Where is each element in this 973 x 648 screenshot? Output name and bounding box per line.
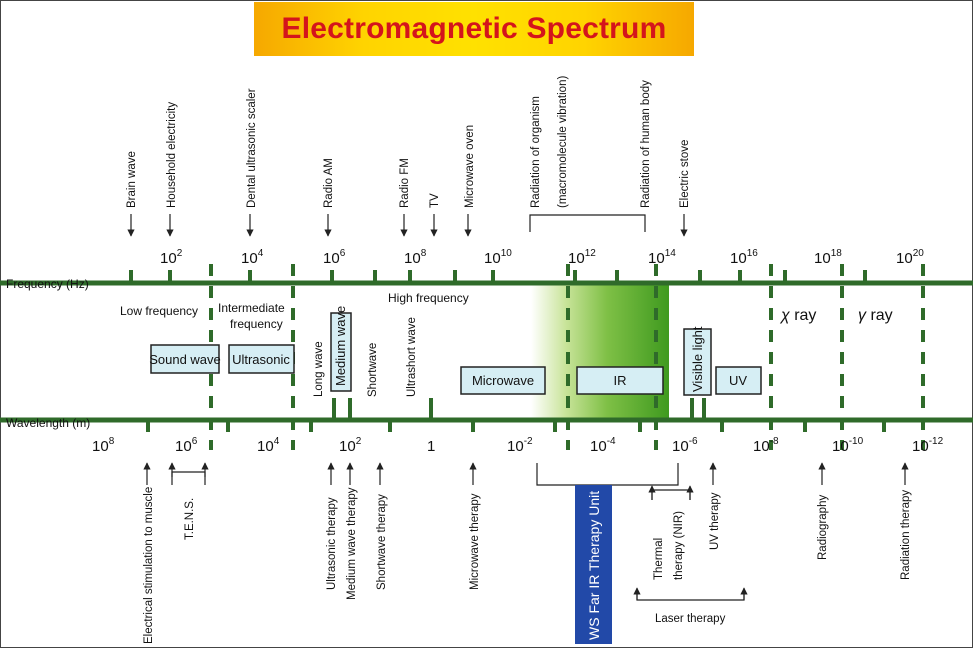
wave-tick-label: 10-12 [912,436,944,455]
freq-tick-label: 104 [241,248,264,267]
brain-wave-label: Brain wave [126,151,138,208]
ir-region-gradient [531,283,669,420]
frequency-tick-marks [129,270,867,283]
shortwave-therapy-label: Shortwave therapy [376,494,388,590]
wave-tick-label: 102 [339,436,362,455]
medium-wave-therapy-label: Medium wave therapy [346,487,358,600]
radiation-therapy-label: Radiation therapy [900,490,912,580]
radio-fm-label: Radio FM [399,158,411,208]
shortwave-label: Shortwave [367,343,379,397]
thermal-therapy-label-1: Thermal [653,538,665,580]
high-frequency-label: High frequency [388,291,469,305]
medium-wave-label: Medium wave [333,306,348,386]
therapy-arrows [143,462,909,601]
freq-tick-label: 106 [323,248,346,267]
ultrasonic-therapy-label: Ultrasonic therapy [326,497,338,590]
microwave-box [460,366,546,395]
source-arrows [127,214,688,237]
visible-light-box [683,328,712,396]
therapy-labels: Electrical stimulation to muscle T.E.N.S… [143,487,912,644]
household-electricity-label: Household electricity [166,102,178,208]
tv-label: TV [429,193,441,208]
microwave-oven-label: Microwave oven [464,125,476,208]
region-labels: Low frequency Intermediate frequency Hig… [120,291,893,331]
title-banner: Electromagnetic Spectrum [254,2,694,56]
x-ray-label: χ ray [779,307,816,324]
radiation-of-human-body-label: Radiation of human body [640,80,652,208]
radiography-label: Radiography [817,495,829,560]
freq-tick-label: 1016 [730,248,758,267]
wave-tick-label: 104 [257,436,280,455]
wave-tick-label: 10-4 [590,436,616,455]
wave-tick-label: 10-6 [672,436,698,455]
source-labels: Brain wave Household electricity Dental … [126,76,691,208]
ir-label: IR [614,373,627,388]
freq-tick-label: 1020 [896,248,924,267]
wave-tick-label: 10-10 [832,436,864,455]
uv-box [715,366,762,395]
wave-tick-label: 10-8 [753,436,779,455]
frequency-axis-label: Frequency (Hz) [6,277,89,291]
laser-therapy-label: Laser therapy [655,613,726,625]
page-title: Electromagnetic Spectrum [281,12,667,45]
radio-am-label: Radio AM [323,158,335,208]
medium-wave-box [330,312,352,392]
ultrasonic-label: Ultrasonic [232,352,290,367]
uv-therapy-label: UV therapy [709,492,721,550]
intermediate-frequency-label-1: Intermediate [218,301,285,315]
uv-label: UV [729,373,747,388]
sound-wave-label: Sound wave [149,352,221,367]
long-wave-label: Long wave [313,341,325,397]
wave-tick-label: 106 [175,436,198,455]
freq-tick-label: 1012 [568,248,596,267]
wavelength-axis-label: Wavelength (m) [6,416,90,430]
wave-tick-label: 108 [92,436,115,455]
low-frequency-label: Low frequency [120,304,198,318]
wave-tick-label: 10-2 [507,436,533,455]
electrical-stimulation-label: Electrical stimulation to muscle [143,487,155,644]
gamma-ray-label: γ ray [858,307,893,324]
band-markers [332,398,706,420]
dental-ultrasonic-scaler-label: Dental ultrasonic scaler [246,88,258,208]
thermal-therapy-label-2: therapy (NIR) [673,511,685,580]
ws-far-ir-label: WS Far IR Therapy Unit [586,491,602,640]
wavelength-tick-marks [146,420,886,432]
ws-far-ir-bar [575,485,612,644]
microwave-therapy-label: Microwave therapy [469,493,481,590]
intermediate-frequency-label-2: frequency [230,317,283,331]
ultrashort-wave-label: Ultrashort wave [406,317,418,397]
ir-box [576,366,664,395]
visible-light-label: Visible light [690,326,705,392]
tens-label: T.E.N.S. [184,498,196,540]
microwave-label: Microwave [472,373,534,388]
freq-tick-label: 108 [404,248,427,267]
wavelength-tick-labels: 108 106 104 102 1 10-2 10-4 10-6 10-8 10… [92,436,944,455]
freq-tick-label: 102 [160,248,183,267]
ultrasonic-box [228,344,295,374]
sound-wave-box [150,344,220,374]
electric-stove-label: Electric stove [679,140,691,208]
frequency-tick-labels: 102 104 106 108 1010 1012 1014 1016 1018… [160,248,924,267]
radiation-of-organism-label: Radiation of organism [530,96,542,208]
band-boxes: Sound wave Ultrasonic Long wave Medium w… [149,306,762,397]
freq-tick-label: 1014 [648,248,676,267]
freq-tick-label: 1010 [484,248,512,267]
freq-tick-label: 1018 [814,248,842,267]
macromolecule-vibration-label: (macromolecule vibration) [557,76,569,208]
wave-tick-label: 1 [427,438,435,455]
